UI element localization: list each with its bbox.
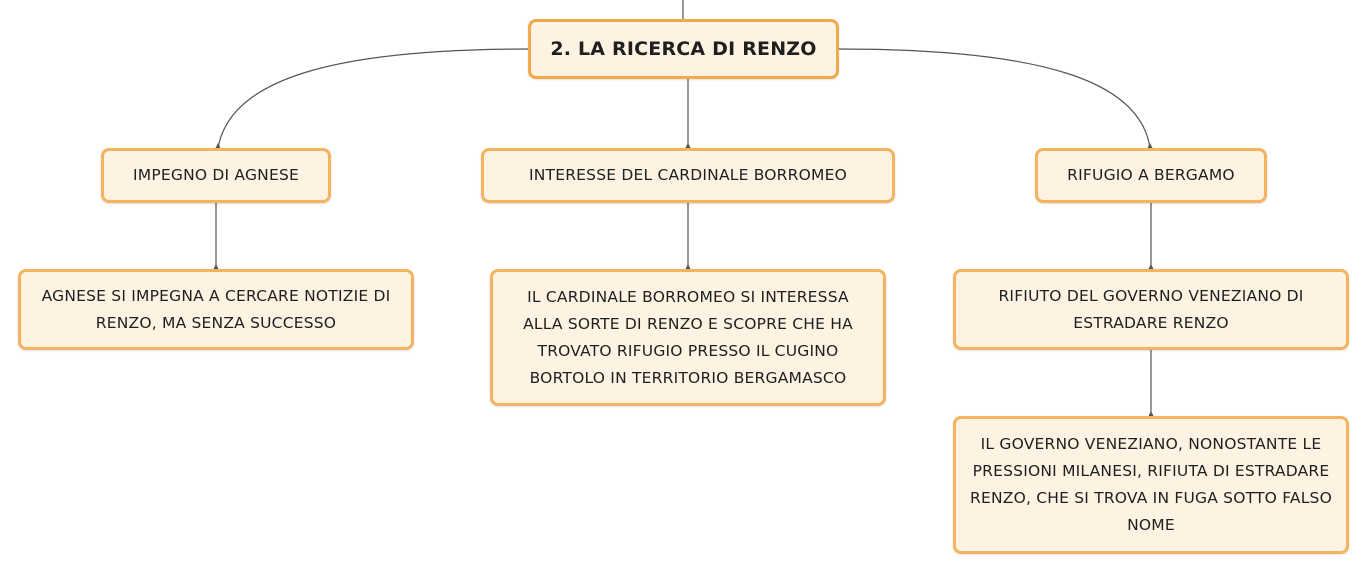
connector-root-to-bergamo (837, 48, 1151, 149)
arrowhead-borromeo (685, 143, 691, 149)
detail-node-label: AGNESE SI IMPEGNA A CERCARE NOTIZIE DI R… (41, 286, 391, 332)
branch-node-bergamo[interactable]: RIFUGIO A BERGAMO (1035, 148, 1267, 203)
arrowhead-borromeo-detail (685, 264, 691, 270)
arrowhead-rifiuto (1148, 264, 1154, 270)
arrowhead-bergamo (1147, 143, 1153, 149)
arrowhead-agnese (215, 143, 221, 149)
connector-root-to-agnese (217, 48, 531, 149)
branch-node-label: IMPEGNO DI AGNESE (132, 166, 299, 184)
branch-node-agnese[interactable]: IMPEGNO DI AGNESE (101, 148, 331, 203)
branch-node-borromeo[interactable]: INTERESSE DEL CARDINALE BORROMEO (481, 148, 895, 203)
branch-node-label: INTERESSE DEL CARDINALE BORROMEO (528, 166, 847, 184)
branch-node-label: RIFUGIO A BERGAMO (1067, 166, 1235, 184)
detail-node-governo[interactable]: IL GOVERNO VENEZIANO, NONOSTANTE LE PRES… (953, 416, 1349, 554)
detail-node-label: RIFIUTO DEL GOVERNO VENEZIANO DI ESTRADA… (998, 286, 1304, 332)
detail-node-label: IL CARDINALE BORROMEO SI INTERESSA ALLA … (523, 287, 853, 387)
detail-node-label: IL GOVERNO VENEZIANO, NONOSTANTE LE PRES… (970, 435, 1332, 534)
detail-node-agnese[interactable]: AGNESE SI IMPEGNA A CERCARE NOTIZIE DI R… (18, 269, 414, 350)
detail-node-borromeo[interactable]: IL CARDINALE BORROMEO SI INTERESSA ALLA … (490, 269, 886, 406)
arrowhead-rifiuto-detail (1148, 411, 1154, 417)
root-node-label: 2. LA RICERCA DI RENZO (550, 37, 817, 60)
detail-node-rifiuto[interactable]: RIFIUTO DEL GOVERNO VENEZIANO DI ESTRADA… (953, 269, 1349, 350)
arrowhead-agnese-detail (213, 264, 219, 270)
root-node[interactable]: 2. LA RICERCA DI RENZO (528, 19, 839, 79)
